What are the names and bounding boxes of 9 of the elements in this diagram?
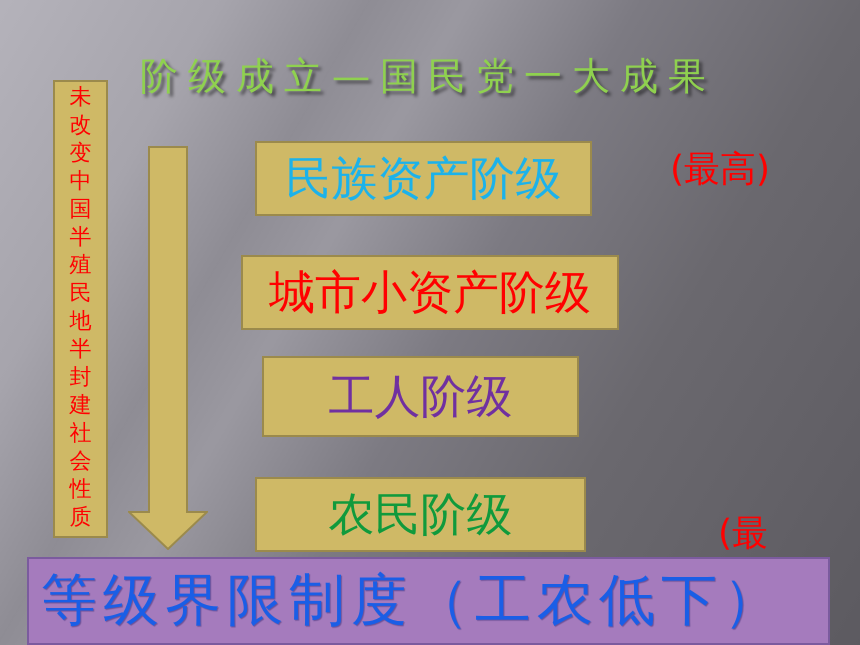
title: 阶级成立—国民党一大成果 bbox=[140, 53, 716, 100]
banner-bar: 等级界限制度（工农低下） bbox=[27, 557, 830, 645]
class-box: 城市小资产阶级 bbox=[241, 255, 619, 330]
class-box: 民族资产阶级 bbox=[255, 141, 592, 216]
class-box: 农民阶级 bbox=[255, 477, 586, 552]
class-box: 工人阶级 bbox=[262, 356, 579, 437]
vertical-text-box: 未改变中国半殖民地半封建社会性质 bbox=[53, 80, 108, 538]
rank-note: (最 bbox=[718, 512, 768, 556]
rank-note: (最高) bbox=[670, 148, 770, 192]
